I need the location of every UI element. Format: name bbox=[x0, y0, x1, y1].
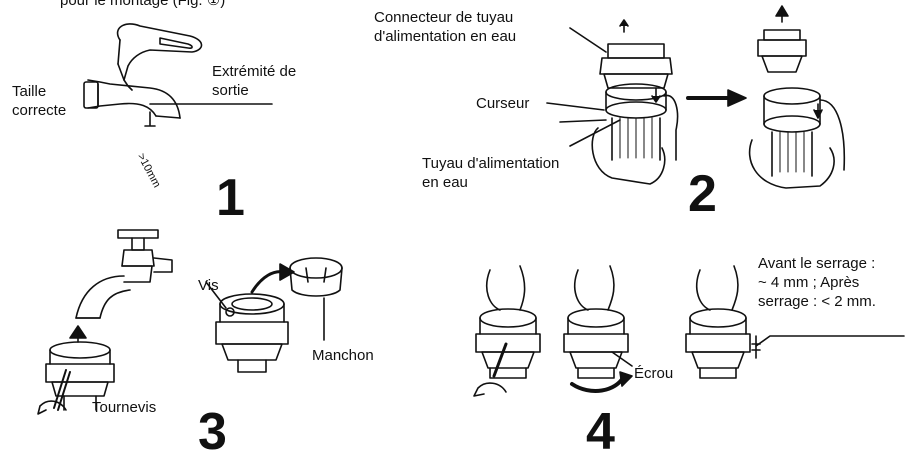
label-curseur: Curseur bbox=[476, 95, 530, 112]
adapter-step4-a bbox=[473, 265, 541, 397]
label-tournevis: Tournevis bbox=[92, 399, 157, 416]
step-number-4: 4 bbox=[586, 403, 615, 461]
label-vis: Vis bbox=[198, 277, 219, 294]
adapter-step3-left bbox=[37, 325, 115, 415]
faucet-drawing-step3 bbox=[75, 229, 173, 319]
connector-parts-step2 bbox=[748, 5, 846, 189]
step-number-2: 2 bbox=[688, 165, 717, 223]
adapter-step4-c bbox=[685, 265, 905, 379]
arrow-right-step2 bbox=[686, 89, 747, 107]
faucet-drawing-step1 bbox=[83, 23, 273, 127]
label-ecrou: Écrou bbox=[634, 365, 674, 382]
label-tuyau: Tuyau d'alimentation en eau bbox=[422, 155, 560, 191]
label-manchon: Manchon bbox=[312, 347, 374, 364]
label-connecteur: Connecteur de tuyau d'alimentation en ea… bbox=[374, 9, 517, 45]
adapter-step3-right bbox=[205, 257, 343, 373]
step-number-1: 1 bbox=[216, 169, 245, 227]
step-number-3: 3 bbox=[198, 403, 227, 461]
connector-drawing-step2 bbox=[546, 19, 679, 185]
label-extremite-sortie: Extrémité de sortie bbox=[212, 63, 297, 99]
adapter-step4-b bbox=[563, 265, 633, 393]
label-taille-correcte: Taille correcte bbox=[12, 83, 67, 119]
header-fragment: pour le montage (Fig. ①) bbox=[60, 0, 226, 9]
label-serrage: Avant le serrage : ~ 4 mm ; Après serrag… bbox=[758, 255, 876, 310]
